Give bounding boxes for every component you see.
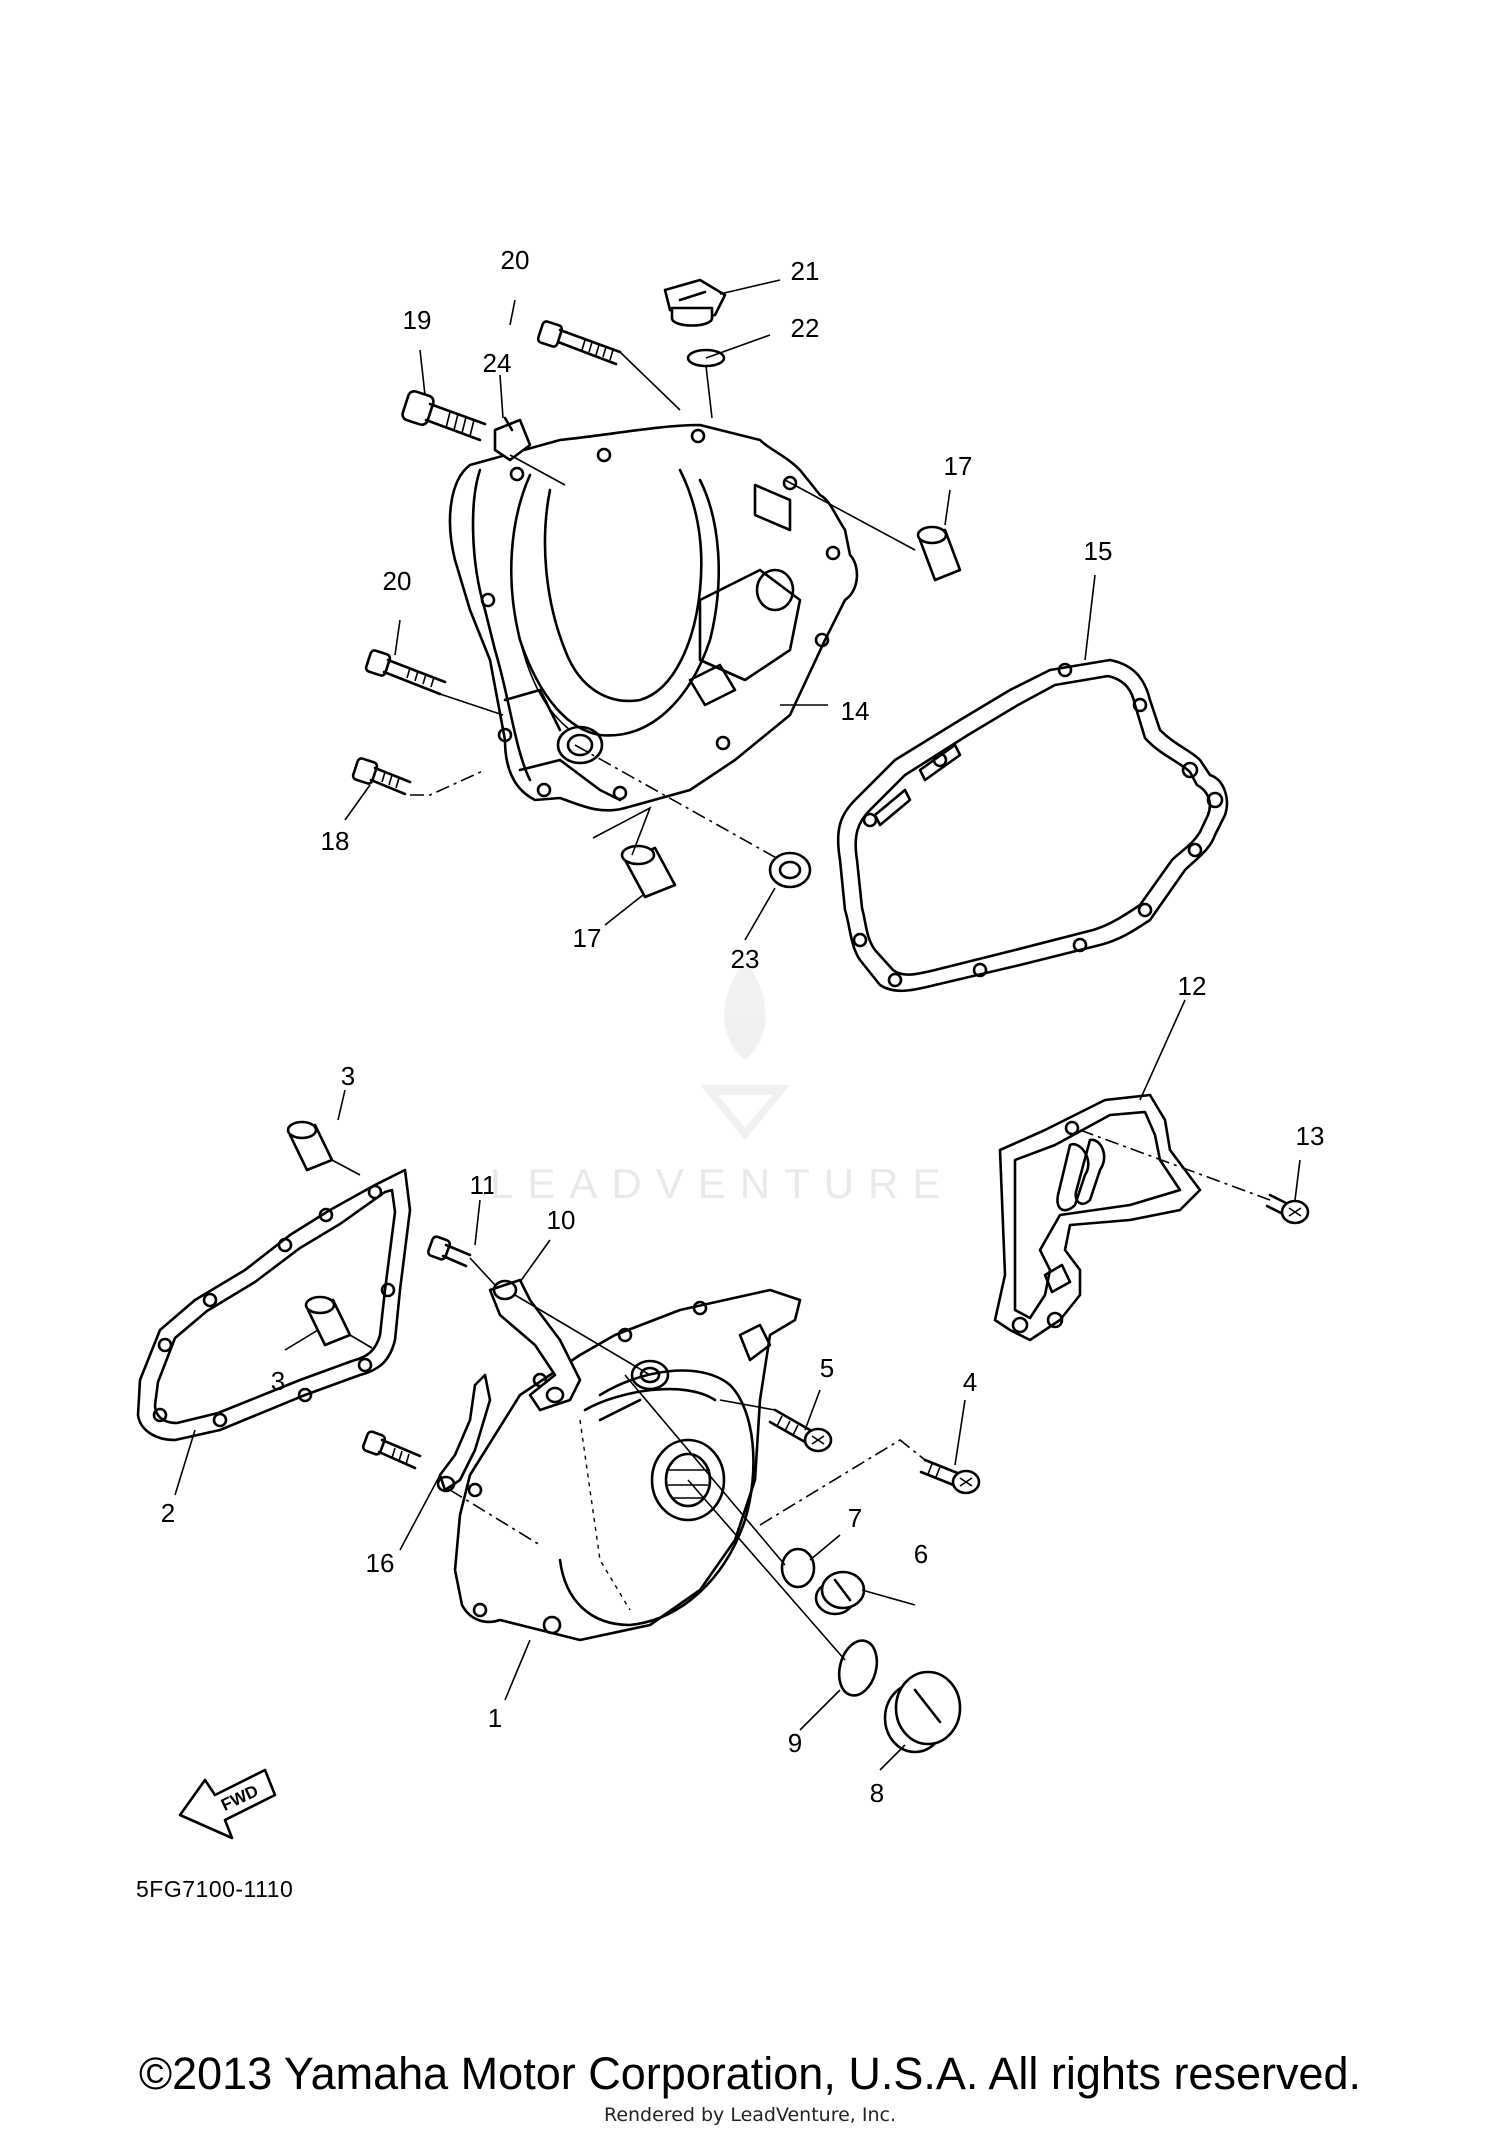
callout-9: 9 (788, 1728, 802, 1758)
dowel-3-lower (304, 1295, 352, 1347)
callout-23: 23 (731, 944, 760, 974)
callout-labels: 20 21 22 19 24 17 15 20 14 18 17 23 12 1… (161, 245, 1325, 1808)
callout-18: 18 (321, 826, 350, 856)
o-ring-7 (780, 1547, 816, 1589)
o-ring-9 (837, 1639, 879, 1697)
bolt-5 (768, 1408, 833, 1453)
callout-19: 19 (403, 305, 432, 335)
sprocket-cover (993, 1093, 1202, 1342)
lower-assembly-lines (449, 1129, 1271, 1661)
gasket-crankcase-cover-right (836, 658, 1229, 993)
wire-clamp-12 (436, 1373, 492, 1493)
callout-16: 15 (1084, 536, 1113, 566)
leadventure-watermark-logo (700, 960, 790, 1140)
callout-1: 1 (488, 1703, 502, 1733)
fwd-arrow-icon: FWD (178, 1768, 277, 1840)
rendered-by-notice: Rendered by LeadVenture, Inc. (603, 2104, 897, 2126)
callout-13: 12 (1178, 971, 1207, 1001)
copyright-notice: ©2013 Yamaha Motor Corporation, U.S.A. A… (138, 2048, 1362, 2099)
gasket-crankcase-cover-left (136, 1168, 412, 1442)
clamp-24 (493, 416, 532, 462)
dowel-17-lower (620, 844, 677, 899)
callout-8: 8 (870, 1778, 884, 1808)
bolt-19 (401, 389, 487, 442)
callout-7: 7 (848, 1503, 862, 1533)
bolt-20-top (536, 320, 622, 366)
callout-17-lower: 17 (573, 923, 602, 953)
crankcase-cover-right (448, 423, 859, 812)
callout-20-top: 20 (501, 245, 530, 275)
callout-24: 24 (483, 348, 512, 378)
plug-6 (814, 1570, 866, 1616)
callout-21: 21 (791, 256, 820, 286)
callout-5: 5 (820, 1353, 834, 1383)
bracket-10 (488, 1278, 582, 1412)
callout-3-lower: 3 (271, 1366, 285, 1396)
callout-14: 13 (1296, 1121, 1325, 1151)
watermark-text: LEADVENTURE (490, 1160, 955, 1207)
dowel-3-upper-line (331, 1159, 361, 1176)
bolt-12 (361, 1430, 422, 1470)
callout-leaders (174, 279, 1301, 1771)
crankcase-cover-left (453, 1288, 802, 1642)
callout-12: 16 (366, 1548, 395, 1578)
callout-6: 6 (914, 1539, 928, 1569)
callout-20-left: 20 (383, 566, 412, 596)
bolt-11 (426, 1235, 472, 1268)
callout-4: 4 (963, 1367, 977, 1397)
bolt-14 (1265, 1193, 1310, 1225)
dowel-17-upper (916, 525, 962, 582)
callout-17-upper: 17 (944, 451, 973, 481)
bolt-4 (919, 1458, 981, 1495)
dowel-3-upper (286, 1120, 334, 1172)
callout-22: 22 (791, 313, 820, 343)
callout-15: 14 (841, 696, 870, 726)
callout-3-upper: 3 (341, 1061, 355, 1091)
dowel-3-lower-line (349, 1334, 373, 1349)
plug-8 (883, 1670, 962, 1754)
diagram-reference-code: 5FG7100-1110 (136, 1876, 294, 1902)
callout-11: 11 (470, 1170, 497, 1200)
callout-2: 2 (161, 1498, 175, 1528)
upper-assembly-lines (410, 351, 916, 861)
bolt-20-left (364, 649, 447, 696)
callout-10: 10 (547, 1205, 576, 1235)
oil-filler-cap (663, 278, 727, 327)
bolt-18 (351, 757, 412, 796)
oil-seal-23 (768, 851, 812, 889)
